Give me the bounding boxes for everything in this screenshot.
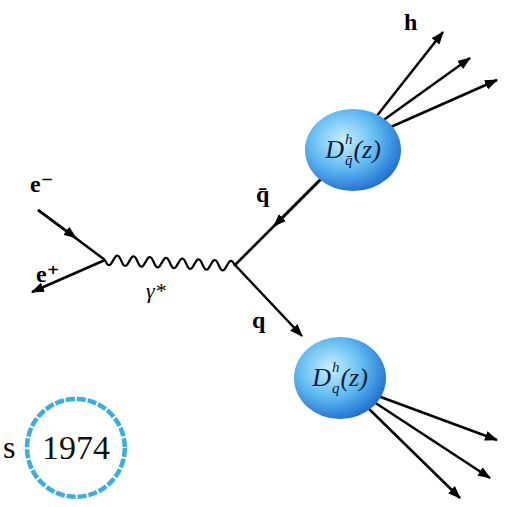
fragmentation-blob: Dh q̄(z) [305, 109, 401, 191]
positron-line [32, 260, 105, 292]
fragmentation-blob: Dhq(z) [294, 337, 386, 419]
argument: (z) [353, 137, 380, 163]
function-symbol: D [312, 365, 331, 391]
blob-outline [305, 109, 401, 191]
electron-arrow [38, 210, 76, 238]
electron-line [38, 210, 105, 260]
function-symbol: D [325, 137, 344, 163]
subscript: q [332, 381, 340, 396]
antiquark-arrow [274, 178, 322, 226]
quark-label: q [252, 308, 265, 332]
antiquark-line [235, 178, 322, 265]
photon-wavy-line [105, 256, 235, 271]
hadron-label: h [404, 10, 417, 34]
year-text: 1974 [42, 429, 110, 467]
index-stack: hq [332, 360, 340, 396]
hadron-jet [378, 58, 470, 124]
subscript: q̄ [345, 153, 353, 168]
node-label: 1974 [42, 429, 110, 467]
electron-label: e⁻ [30, 172, 53, 196]
argument: (z) [340, 365, 367, 391]
positron-label: e⁺ [36, 262, 59, 286]
antiquark-label: q̄ [256, 182, 269, 206]
photon-label: γ* [146, 280, 166, 302]
quark-line [235, 265, 302, 336]
year-circle: 1974 [24, 396, 128, 500]
node-label: Dhq(z) [312, 360, 368, 396]
hadron-jet [384, 80, 497, 130]
node-label: Dh q̄(z) [325, 132, 381, 168]
index-stack: h q̄ [345, 132, 353, 168]
superscript: h [345, 132, 353, 147]
cut-text: s [3, 431, 15, 463]
hadron-jet [366, 406, 460, 498]
blob-outline [294, 337, 386, 419]
superscript: h [332, 360, 340, 375]
hadron-jet [374, 402, 490, 478]
hadron-jet [378, 396, 497, 440]
